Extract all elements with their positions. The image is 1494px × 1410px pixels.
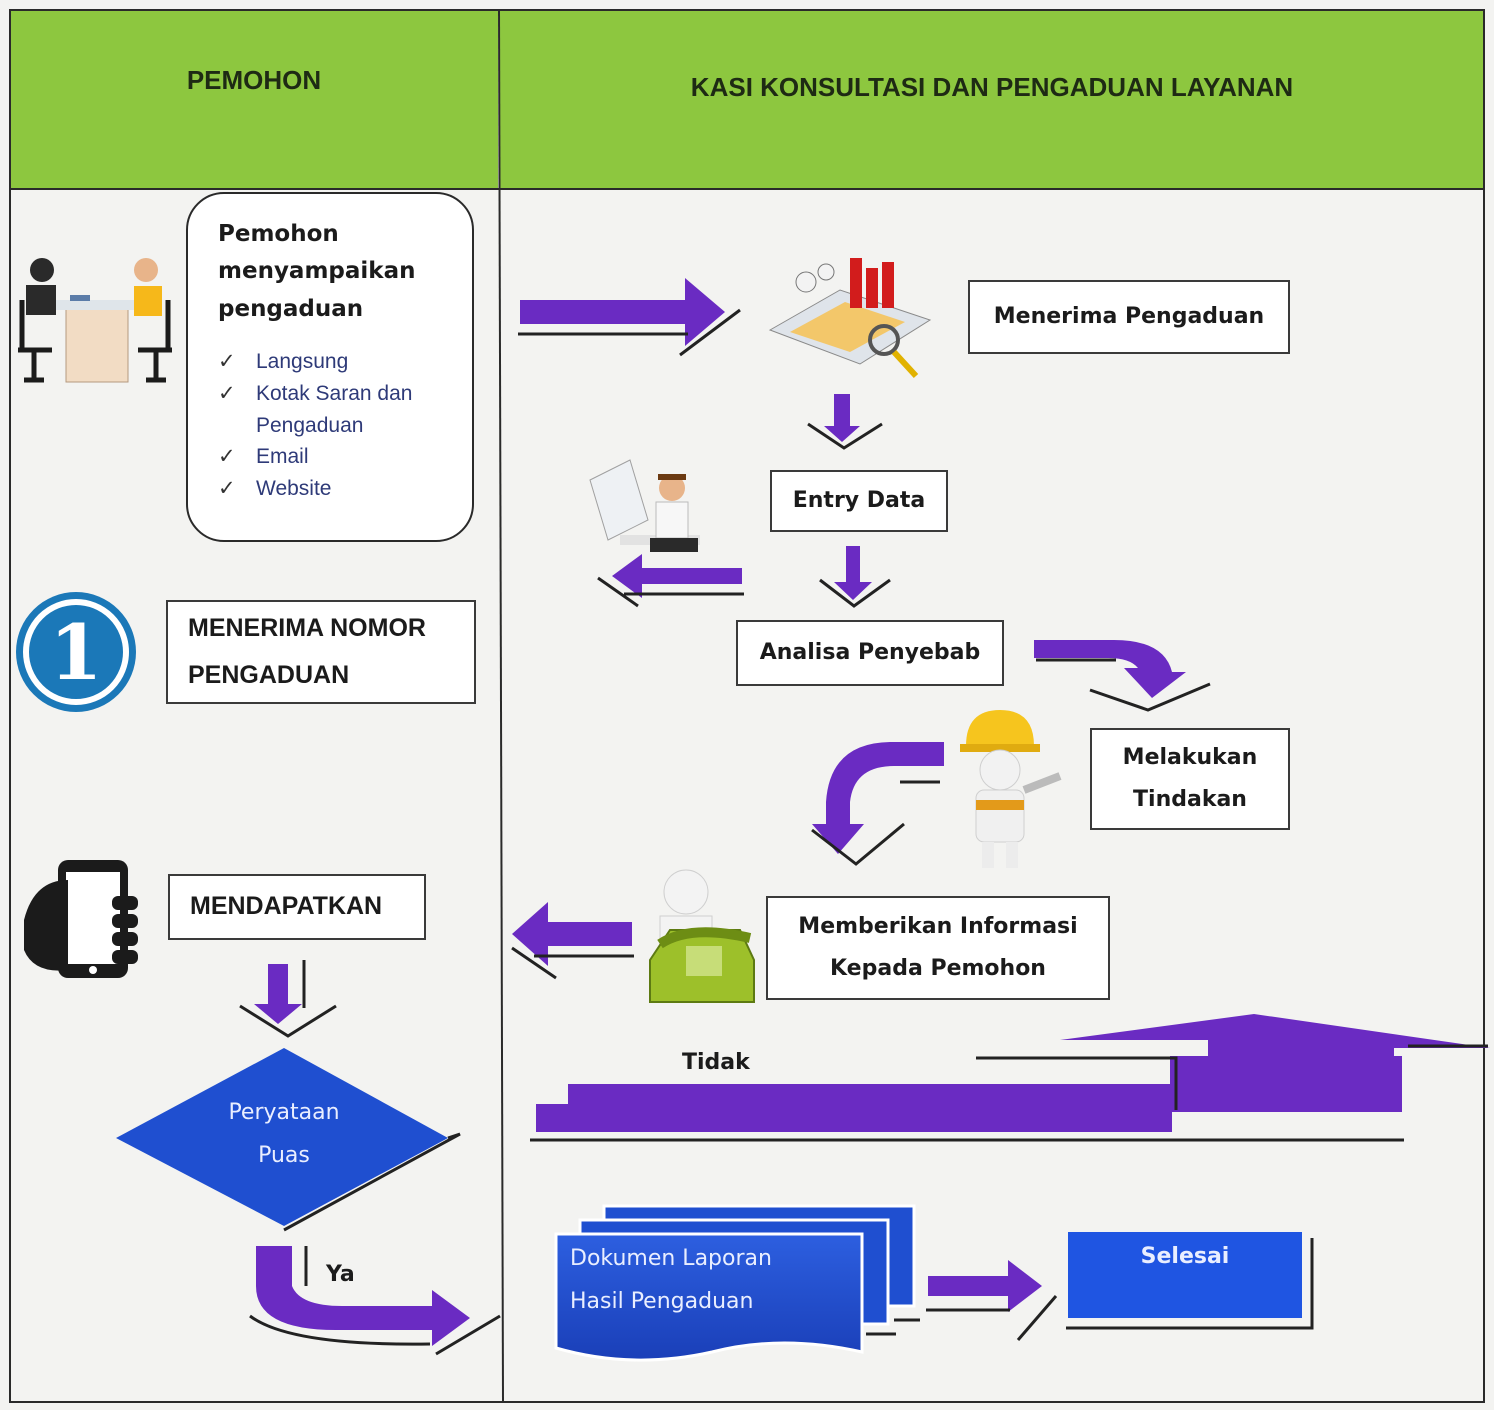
box-menerima-pengaduan: Menerima Pengaduan bbox=[968, 280, 1290, 354]
box-memberikan-informasi: Memberikan Informasi Kepada Pemohon bbox=[766, 896, 1110, 1000]
step-number: 1 bbox=[49, 607, 103, 697]
checkmark-icon: ✓ bbox=[218, 445, 236, 469]
arrow-down-3 bbox=[239, 960, 337, 1038]
label-ya: Ya bbox=[326, 1262, 355, 1287]
diagram-border bbox=[9, 9, 1485, 1403]
meeting-people-icon bbox=[18, 258, 172, 383]
channel-label: Website bbox=[256, 477, 332, 501]
box-analisa-penyebab: Analisa Penyebab bbox=[736, 620, 1004, 686]
step-one-icon bbox=[16, 592, 136, 712]
checkmark-icon: ✓ bbox=[218, 477, 236, 501]
phone-hand-icon bbox=[24, 860, 138, 978]
document-stack bbox=[554, 1204, 920, 1362]
channel-item: ✓ Website bbox=[218, 473, 462, 505]
arrow-loop-tidak bbox=[530, 1014, 1490, 1142]
channel-item: ✓ Email bbox=[218, 441, 462, 473]
lane-header-kasi: KASI KONSULTASI DAN PENGADUAN LAYANAN bbox=[690, 71, 1294, 102]
lane-divider bbox=[498, 9, 504, 1403]
lane-header-pemohon: PEMOHON bbox=[186, 64, 322, 95]
arrow-to-menerima bbox=[518, 278, 741, 357]
box-mendapatkan: MENDAPATKAN bbox=[168, 874, 426, 940]
arrow-left-informasi bbox=[511, 902, 634, 980]
channel-label: Kotak Saran dan Pengaduan bbox=[256, 381, 413, 437]
channel-label: Email bbox=[256, 445, 309, 469]
label-tidak: Tidak bbox=[682, 1050, 750, 1075]
end-box bbox=[1066, 1232, 1314, 1330]
arrow-curve-tindakan bbox=[811, 742, 944, 866]
decision-diamond bbox=[116, 1048, 461, 1232]
left-lane-header-bg bbox=[10, 10, 498, 188]
channel-item: ✓ Langsung bbox=[218, 346, 462, 378]
decision-text: Peryataan Puas bbox=[228, 1100, 340, 1168]
channel-list: ✓ Langsung ✓ Kotak Saran dan Pengaduan ✓ Em… bbox=[218, 346, 462, 506]
arrow-to-selesai bbox=[926, 1260, 1058, 1341]
document-text: Dokumen Laporan Hasil Pengaduan bbox=[570, 1246, 772, 1314]
submit-title: Pemohon menyampaikan pengaduan bbox=[218, 221, 416, 322]
end-text: Selesai bbox=[1140, 1244, 1230, 1269]
arrow-left-entry bbox=[597, 554, 744, 608]
telephone-person-icon bbox=[649, 869, 755, 1003]
checkmark-icon: ✓ bbox=[218, 349, 236, 373]
box-entry-data: Entry Data bbox=[770, 470, 948, 532]
right-lane-header-bg bbox=[500, 10, 1484, 188]
arrow-down-1 bbox=[807, 394, 883, 450]
channel-label: Langsung bbox=[256, 349, 349, 373]
worker-icon bbox=[960, 710, 1062, 868]
arrow-curve-analisa bbox=[1034, 640, 1211, 712]
computer-user-icon bbox=[589, 459, 700, 552]
submit-complaint-box: Pemohon menyampaikan pengaduan ✓ Langsung… bbox=[186, 192, 474, 542]
channel-item: ✓ Kotak Saran dan Pengaduan bbox=[218, 378, 462, 442]
data-analysis-icon bbox=[768, 258, 932, 379]
arrow-ya bbox=[249, 1246, 501, 1356]
box-melakukan-tindakan: Melakukan Tindakan bbox=[1090, 728, 1290, 830]
checkmark-icon: ✓ bbox=[218, 381, 236, 405]
arrow-down-2 bbox=[819, 546, 891, 608]
box-menerima-nomor: MENERIMA NOMOR PENGADUAN bbox=[166, 600, 476, 704]
